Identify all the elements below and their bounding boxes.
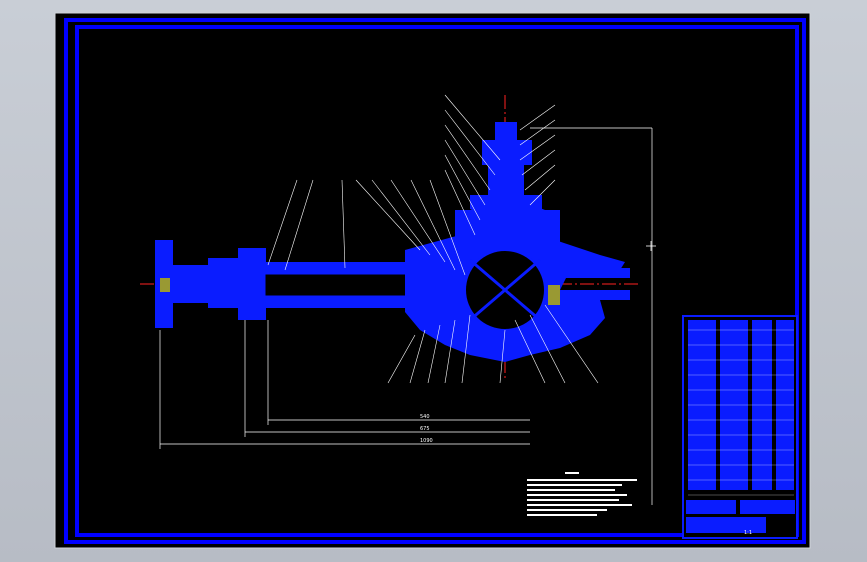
- output-hub: [548, 268, 630, 305]
- parts-list-table: [682, 315, 798, 539]
- input-flange: [155, 240, 266, 328]
- scale-label: 1:1: [744, 530, 752, 536]
- axle-housing: [264, 262, 416, 308]
- pinion-assembly: [455, 122, 560, 250]
- inner-frame: [75, 25, 799, 537]
- dimension-540: 540: [420, 414, 430, 420]
- flange-hatch: [160, 278, 170, 292]
- parts-list-rows: [688, 329, 794, 496]
- outer-frame: [64, 18, 806, 544]
- dimension-1090: 1090: [420, 438, 433, 444]
- dimension-lines: [159, 127, 653, 505]
- technical-notes: [527, 472, 637, 516]
- crosshair-icon: [646, 241, 656, 251]
- leader-lines: [267, 94, 599, 384]
- dimension-675: 675: [420, 426, 430, 432]
